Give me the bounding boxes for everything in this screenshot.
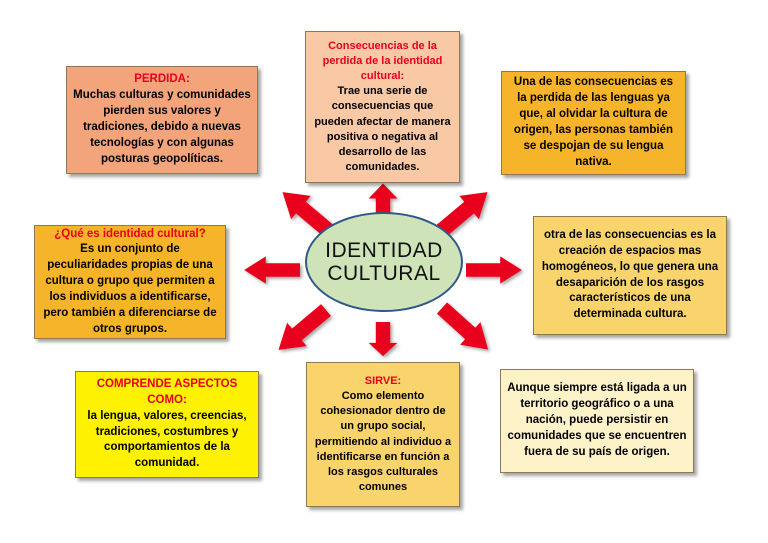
box-comprende: COMPRENDE ASPECTOS COMO: la lengua, valo… <box>75 371 259 478</box>
central-ellipse: IDENTIDAD CULTURAL <box>305 212 463 312</box>
box-perdida-text: Muchas culturas y comunidades pierden su… <box>73 89 251 165</box>
box-territorio: Aunque siempre está ligada a un territor… <box>500 369 694 473</box>
box-espacios-text: otra de las consecuencias es la creación… <box>541 228 719 321</box>
box-perdida-heading: PERDIDA: <box>134 73 190 86</box>
box-consecuencias-heading: Consecuencias de la perdida de la identi… <box>322 39 443 83</box>
box-perdida: PERDIDA: Muchas culturas y comunidades p… <box>66 66 258 174</box>
box-lenguas-text: Una de las consecuencias es la perdida d… <box>513 76 674 168</box>
box-que-es: ¿Qué es identidad cultural? Es un conjun… <box>34 225 226 339</box>
box-consecuencias-text: Trae una serie de consecuencias que pued… <box>314 85 451 174</box>
box-territorio-text: Aunque siempre está ligada a un territor… <box>507 382 687 458</box>
box-sirve-heading: SIRVE: <box>364 374 402 387</box>
arrow-down-right <box>431 296 499 361</box>
box-lenguas: Una de las consecuencias es la perdida d… <box>501 71 686 175</box>
box-que-es-heading: ¿Qué es identidad cultural? <box>54 227 206 240</box>
arrow-down-left <box>268 298 336 362</box>
central-title: IDENTIDAD CULTURAL <box>325 238 443 285</box>
box-comprende-text: la lengua, valores, creencias, tradicion… <box>87 409 247 470</box>
box-sirve: SIRVE: Como elemento cohesionador dentro… <box>306 362 460 507</box>
box-sirve-text: Como elemento cohesionador dentro de un … <box>314 389 452 494</box>
box-consecuencias: Consecuencias de la perdida de la identi… <box>305 31 460 183</box>
box-que-es-text: Es un conjunto de peculiaridades propias… <box>43 243 217 335</box>
box-espacios: otra de las consecuencias es la creación… <box>533 216 727 335</box>
box-comprende-heading: COMPRENDE ASPECTOS COMO: <box>96 377 238 406</box>
arrow-right <box>466 256 522 284</box>
arrow-left <box>244 256 300 284</box>
arrow-down <box>368 322 398 357</box>
